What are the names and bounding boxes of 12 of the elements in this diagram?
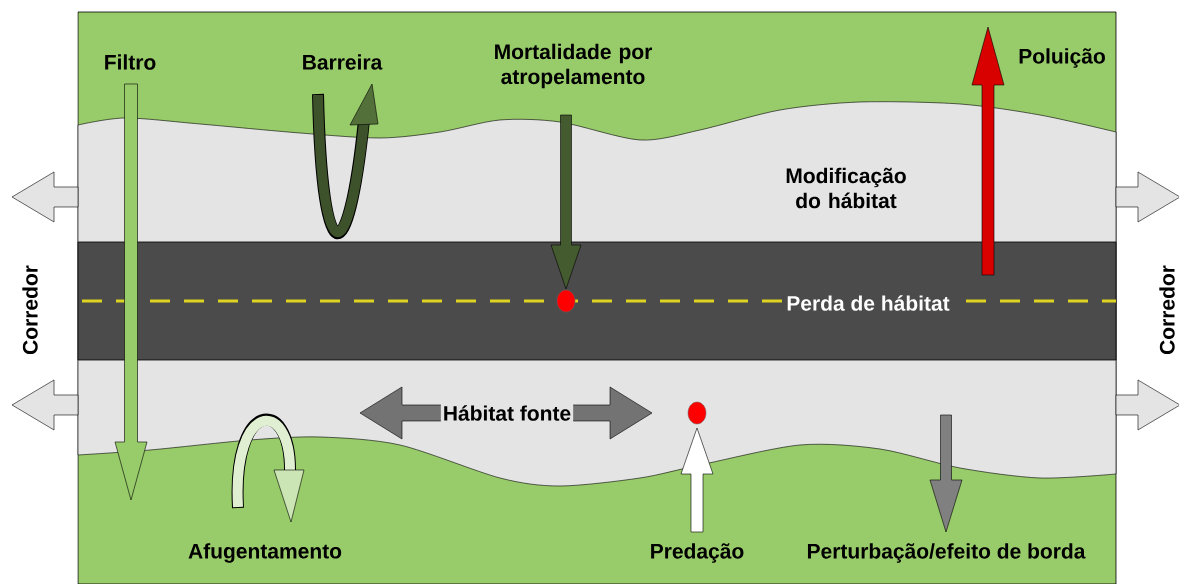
effect-label: Filtro [105, 54, 156, 70]
corridor-label: Corredor [1159, 265, 1175, 355]
effect-label: Modificação do hábitat [786, 167, 906, 209]
effect-label: Perturbação/efeito de borda [807, 543, 1086, 563]
effect-label: Hábitat fonte [440, 403, 574, 423]
road-label: Perda de hábitat [783, 292, 953, 314]
effect-label: Barreira [303, 54, 383, 70]
effect-label: Poluição [1019, 48, 1105, 68]
effect-label: Predação [651, 543, 744, 563]
effect-label: Afugentamento [188, 543, 342, 563]
corridor-label: Corredor [22, 265, 38, 355]
effect-label: Mortalidade por atropelamento [495, 43, 653, 89]
